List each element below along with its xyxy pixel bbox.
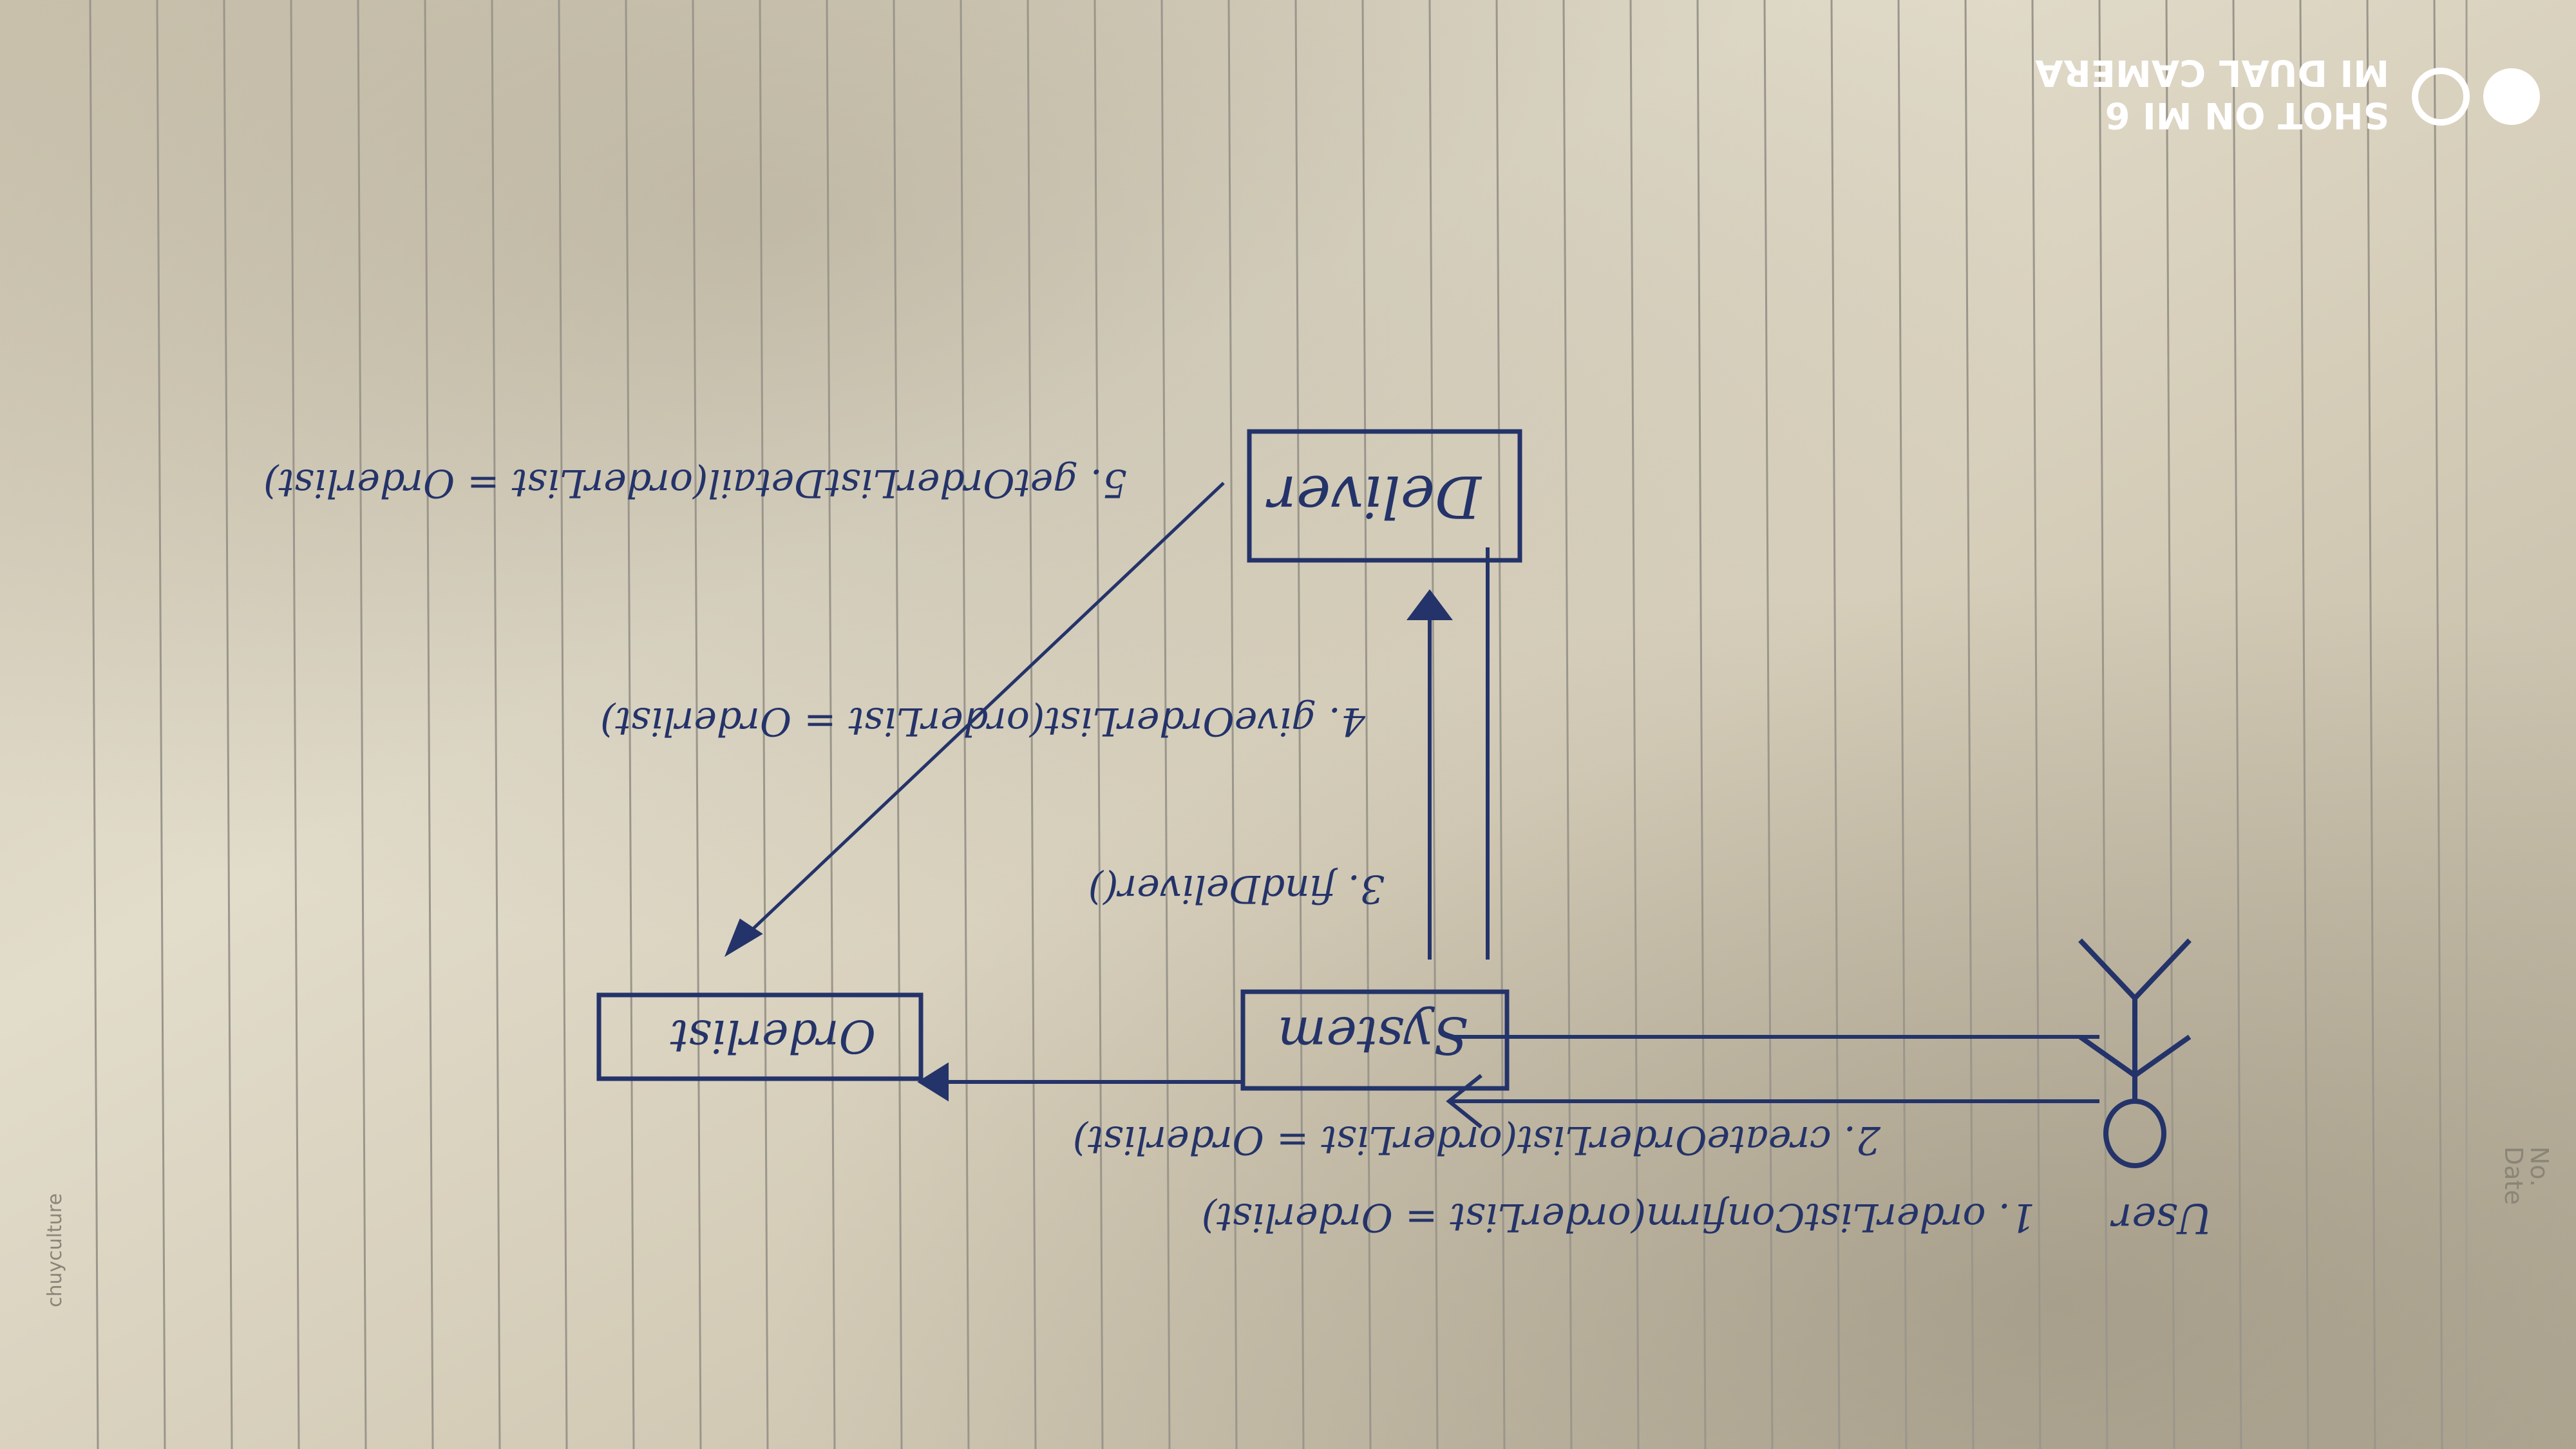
ruled-line bbox=[357, 0, 367, 1449]
system-label: System bbox=[1278, 1005, 1468, 1065]
brand-text: chuyculture bbox=[44, 1193, 66, 1307]
message-4: 4. giveOrderList(orderList = Orderlist) bbox=[600, 699, 1366, 744]
ruled-line bbox=[1696, 0, 1707, 1449]
ruled-line bbox=[1763, 0, 1774, 1449]
actor-label: User bbox=[2110, 1194, 2212, 1242]
message-3: 3. findDeliver() bbox=[1088, 866, 1385, 911]
ruled-line bbox=[826, 0, 836, 1449]
ruled-line bbox=[759, 0, 769, 1449]
ruled-line bbox=[2232, 0, 2242, 1449]
message-2: 2. createOrderList(orderList = Orderlist… bbox=[1073, 1117, 1881, 1162]
actor-leg-left bbox=[2133, 938, 2192, 1000]
ruled-line bbox=[893, 0, 903, 1449]
ruled-line bbox=[625, 0, 635, 1449]
message-1: 1. orderListConfirm(orderList = Orderlis… bbox=[1202, 1195, 2035, 1240]
notebook-brand: chuyculture bbox=[44, 1193, 66, 1307]
arrow-1 bbox=[1446, 1035, 2099, 1129]
ruled-line bbox=[2299, 0, 2309, 1449]
ruled-line bbox=[692, 0, 702, 1449]
ruled-line bbox=[1227, 0, 1238, 1449]
ruled-line bbox=[2433, 0, 2443, 1449]
orderlist-label: Orderlist bbox=[670, 1010, 876, 1063]
message-5: 5. getOrderListDetail(orderList = Orderl… bbox=[263, 460, 1127, 506]
ruled-lines bbox=[89, 0, 2443, 1449]
ruled-line bbox=[424, 0, 434, 1449]
notebook-header: No. Date bbox=[2499, 1146, 2553, 1205]
ruled-line bbox=[1830, 0, 1841, 1449]
ruled-line bbox=[1094, 0, 1104, 1449]
header-date: Date bbox=[2499, 1146, 2528, 1205]
deliver-label: Deliver bbox=[1265, 462, 1482, 530]
orderlist-box bbox=[596, 992, 923, 1081]
ruled-line bbox=[156, 0, 166, 1449]
sketch: User 1. orderListConfirm(orderList = Ord… bbox=[263, 429, 2212, 1242]
ruled-line bbox=[1160, 0, 1171, 1449]
ruled-line bbox=[2098, 0, 2108, 1449]
arrow-2 bbox=[917, 1062, 1243, 1102]
ruled-line bbox=[2366, 0, 2376, 1449]
ruled-line bbox=[1027, 0, 1037, 1449]
ruled-line bbox=[1897, 0, 1908, 1449]
ruled-line bbox=[89, 0, 99, 1449]
arrow-5 bbox=[724, 482, 1225, 957]
arrow-3 bbox=[1406, 547, 1490, 960]
deliver-box bbox=[1247, 429, 1522, 563]
actor-figure bbox=[2078, 938, 2192, 1168]
ruled-line bbox=[2031, 0, 2041, 1449]
ruled-line bbox=[1361, 0, 1372, 1449]
actor-arm-left bbox=[2133, 1034, 2192, 1078]
ruled-line bbox=[1294, 0, 1305, 1449]
watermark-dot-ring bbox=[2412, 68, 2470, 126]
ruled-line bbox=[1562, 0, 1573, 1449]
header-no: No. bbox=[2525, 1146, 2553, 1187]
ruled-line bbox=[1629, 0, 1640, 1449]
ruled-line bbox=[1428, 0, 1439, 1449]
watermark-line2: MI DUAL CAMERA bbox=[2035, 52, 2389, 93]
ruled-line bbox=[558, 0, 568, 1449]
ruled-line bbox=[1964, 0, 1975, 1449]
ruled-line bbox=[491, 0, 501, 1449]
ruled-line bbox=[1495, 0, 1506, 1449]
ruled-line bbox=[2165, 0, 2175, 1449]
watermark-line1: SHOT ON MI 6 bbox=[2105, 94, 2390, 136]
watermark-dot-filled bbox=[2483, 68, 2540, 125]
actor-leg-right bbox=[2078, 938, 2137, 1000]
actor-arm-right bbox=[2078, 1034, 2137, 1078]
ruled-line bbox=[290, 0, 300, 1449]
ruled-line bbox=[960, 0, 970, 1449]
camera-watermark: SHOT ON MI 6 MI DUAL CAMERA bbox=[2035, 52, 2540, 136]
ruled-line bbox=[223, 0, 233, 1449]
system-box bbox=[1240, 989, 1510, 1091]
